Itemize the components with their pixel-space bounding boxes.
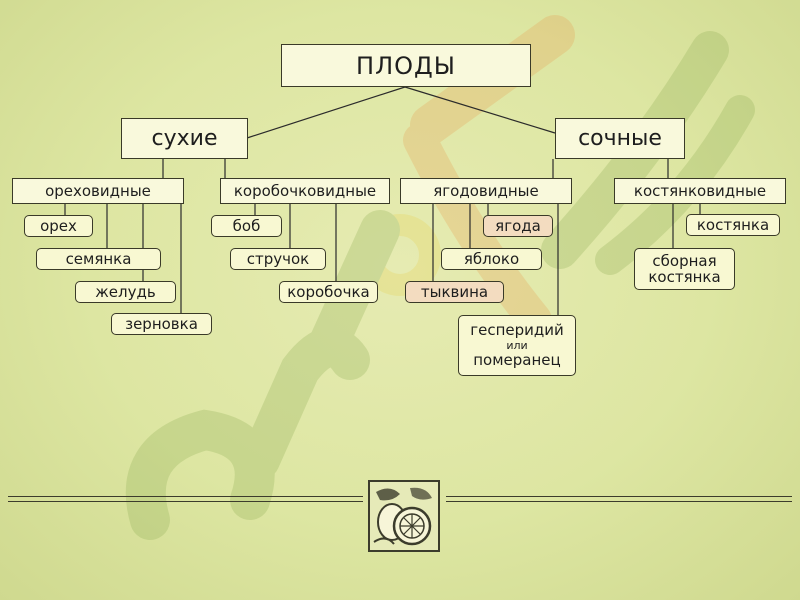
hesperidium-line3: померанец [473, 351, 561, 370]
leaf-node-silique: стручок [230, 248, 326, 270]
leaf-node-drupe: костянка [686, 214, 780, 236]
leaf-node-pepo: тыквина [405, 281, 504, 303]
leaf-node-caryopsis: зерновка [111, 313, 212, 335]
leaf-node-hesperidium: гесперидий или померанец [458, 315, 576, 376]
leaf-node-berry: ягода [483, 215, 553, 237]
leaf-node-nut: орех [24, 215, 93, 237]
drupe-like-node: костянковидные [614, 178, 786, 204]
nut-like-node: ореховидные [12, 178, 184, 204]
divider-left-top [8, 496, 363, 497]
juicy-fruits-node: сочные [555, 118, 685, 159]
leaf-node-acorn: желудь [75, 281, 176, 303]
divider-left-bottom [8, 501, 363, 502]
berry-like-node: ягодовидные [400, 178, 572, 204]
capsule-like-node: коробочковидные [220, 178, 390, 204]
hesperidium-line1: гесперидий [470, 321, 564, 340]
root-node: ПЛОДЫ [281, 44, 531, 87]
leaf-node-legume: боб [211, 215, 282, 237]
lemon-slice-icon [368, 480, 440, 552]
hesperidium-line2: или [506, 338, 528, 352]
leaf-node-capsule: коробочка [279, 281, 378, 303]
leaf-node-pome: яблоко [441, 248, 542, 270]
leaf-node-achene: семянка [36, 248, 161, 270]
dry-fruits-node: сухие [121, 118, 248, 159]
leaf-node-compound-drupe: сборная костянка [634, 248, 735, 290]
divider-right-bottom [446, 501, 792, 502]
compound-drupe-line1: сборная [652, 251, 717, 270]
divider-right-top [446, 496, 792, 497]
compound-drupe-line2: костянка [648, 268, 721, 286]
